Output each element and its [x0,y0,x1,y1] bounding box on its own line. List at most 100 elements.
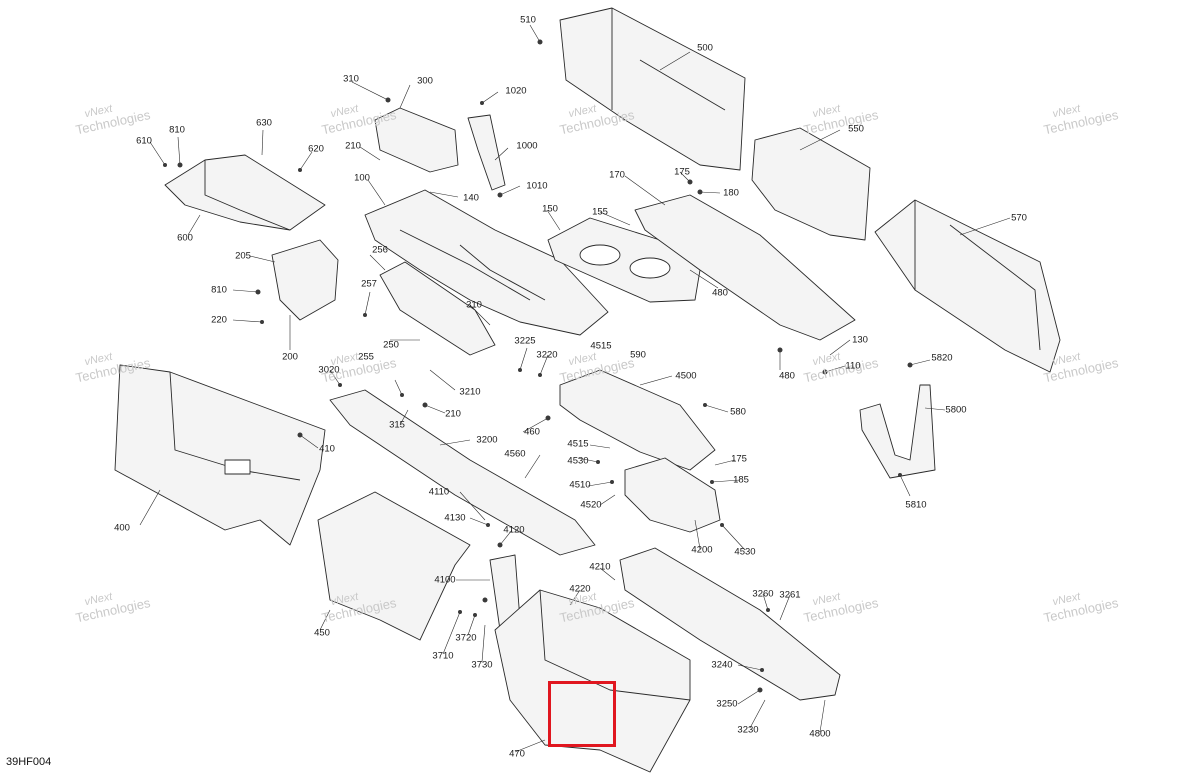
callout-label: 1000 [516,140,538,152]
callout-label: 100 [354,172,370,184]
callout-label: 210 [445,408,461,420]
part-5800-hose [859,384,936,479]
highlight-box [548,681,616,747]
callout-label: 3730 [471,659,493,671]
callout-label: 480 [712,287,728,299]
callout-label: 205 [235,250,251,262]
callout-label: 300 [417,75,433,87]
part-450-panel [317,491,471,641]
callout-label: 3230 [737,724,759,736]
callout-label: 256 [372,244,388,256]
part-500-panel [559,7,746,171]
part-3200-rail [329,389,596,556]
callout-label: 3261 [779,589,801,601]
callout-label: 410 [319,443,335,455]
callout-label: 400 [114,522,130,534]
callout-label: 310 [466,299,482,311]
callout-label: 140 [463,192,479,204]
callout-label: 600 [177,232,193,244]
callout-label: 4130 [444,512,466,524]
callout-label: 155 [592,206,608,218]
callout-label: 4560 [504,448,526,460]
callout-label: 3240 [711,659,733,671]
part-300-console [374,107,459,173]
callout-label: 315 [389,419,405,431]
callout-label: 5800 [945,404,967,416]
callout-label: 4515 [567,438,589,450]
part-150-cupholder [547,217,701,303]
callout-label: 3225 [514,335,536,347]
callout-label: 4210 [589,561,611,573]
callout-label: 590 [630,349,646,361]
callout-label: 3710 [432,650,454,662]
callout-label: 170 [609,169,625,181]
callout-label: 4500 [675,370,697,382]
callout-label: 3220 [536,349,558,361]
part-550-panel [751,127,871,241]
callout-label: 255 [358,351,374,363]
callout-label: 810 [169,124,185,136]
callout-label: 470 [509,748,525,760]
callout-label: 5820 [931,352,953,364]
callout-label: 500 [697,42,713,54]
callout-label: 3260 [752,588,774,600]
callout-label: 250 [383,339,399,351]
callout-label: 3020 [318,364,340,376]
part-4200-housing [624,457,721,533]
callout-label: 510 [520,14,536,26]
part-1000-bracket [467,114,506,191]
callout-label: 180 [723,187,739,199]
part-400-side-panel [114,364,326,546]
callout-label: 460 [524,426,540,438]
callout-label: 185 [733,474,749,486]
callout-label: 1020 [505,85,527,97]
callout-label: 3200 [476,434,498,446]
callout-label: 4800 [809,728,831,740]
callout-label: 175 [674,166,690,178]
callout-label: 4200 [691,544,713,556]
callout-label: 1010 [526,180,548,192]
callout-label: 4220 [569,583,591,595]
diagram-code: 39HF004 [6,756,52,768]
callout-label: 257 [361,278,377,290]
callout-label: 3720 [455,632,477,644]
callout-label: 110 [845,360,861,372]
callout-label: 4530 [567,455,589,467]
callout-label: 4100 [434,574,456,586]
callout-label: 200 [282,351,298,363]
callout-label: 570 [1011,212,1027,224]
callout-label: 150 [542,203,558,215]
callout-label: 480 [779,370,795,382]
part-170-console [634,194,856,341]
callout-label: 210 [345,140,361,152]
part-4800-rail [619,547,841,701]
callout-label: 310 [343,73,359,85]
callout-label: 580 [730,406,746,418]
callout-label: 175 [731,453,747,465]
callout-label: 4520 [580,499,602,511]
callout-label: 3210 [459,386,481,398]
part-570-panel [874,199,1061,373]
part-200-bracket [271,239,339,321]
callout-label: 4510 [569,479,591,491]
callout-label: 130 [852,334,868,346]
callout-label: 4530 [734,546,756,558]
part-600-tray [164,154,326,231]
callout-label: 4120 [503,524,525,536]
callout-label: 810 [211,284,227,296]
callout-label: 220 [211,314,227,326]
part-250-frame [379,261,496,356]
part-4500-housing [559,369,716,471]
callout-label: 610 [136,135,152,147]
part-100-main-console [364,189,609,336]
callout-label: 3250 [716,698,738,710]
callout-label: 620 [308,143,324,155]
callout-label: 550 [848,123,864,135]
callout-label: 4515 [590,340,612,352]
callout-label: 4110 [428,486,450,498]
callout-label: 630 [256,117,272,129]
callout-label: 5810 [905,499,927,511]
callout-label: 450 [314,627,330,639]
